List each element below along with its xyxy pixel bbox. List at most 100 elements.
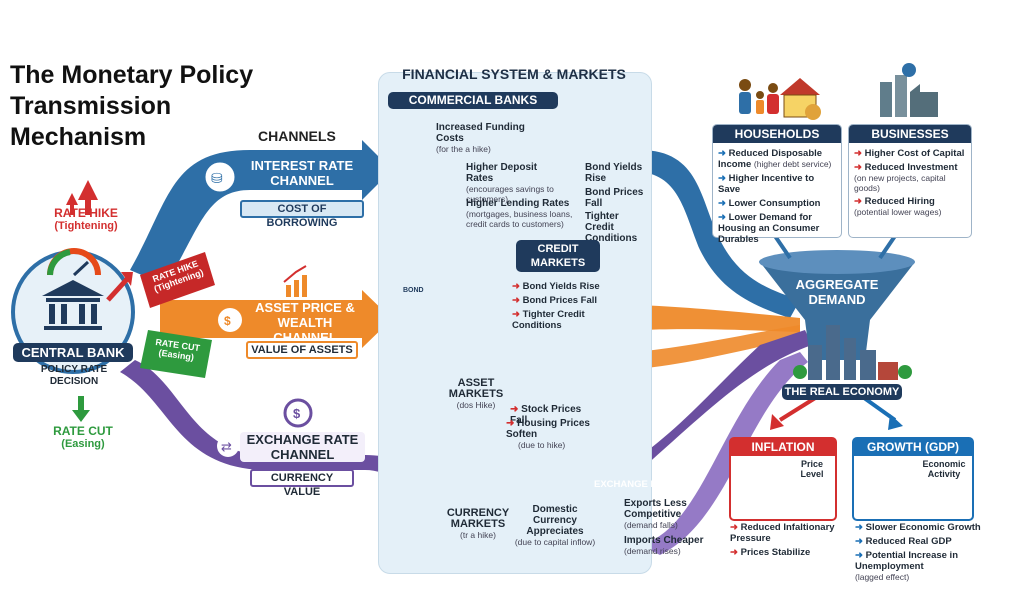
growth-item: ➜ Slower Economic Growth [855,522,981,533]
coins-stack-icon: ⛁ [211,171,223,187]
credit-markets-list: ➜ Bond Yields Rise ➜ Bond Prices Fall ➜ … [512,281,632,334]
inflation-title: INFLATION [731,439,835,456]
business-item: ➜ Higher Cost of Capital [854,148,965,159]
asset-markets: ASSET MARKETS (dos Hike) [448,377,504,411]
credit-item: ➜ Bond Yields Rise [512,281,600,292]
exports-sub: (demand falls) [624,520,678,530]
bond-yields-rise: Bond Yields Rise [585,162,643,184]
inflation-item-text: Prices Stabilize [740,547,811,558]
deposit-rates: Higher Deposit Rates (encourages savings… [466,162,556,204]
currency-markets-sub: (tr a hike) [460,530,496,540]
household-item-text: Lower Demand for Housing an Consumer Dur… [718,212,820,245]
household-item: ➜ Lower Demand for Housing an Consumer D… [718,212,820,245]
interest-rate-channel-title: INTEREST RATE CHANNEL [250,158,354,188]
housing-prices-text: Housing Prices Soften [506,418,590,440]
channels-heading: CHANNELS [258,128,336,144]
currency-markets: CURRENCY MARKETS (tr a hike) [444,508,512,541]
growth-title: GROWTH (GDP) [854,439,972,456]
imports-sub: (demand rises) [624,546,681,556]
business-item: ➜ Reduced Hiring(potential lower wages) [854,196,966,217]
credit-item-text: Bond Yields Rise [522,281,600,292]
lending-rates-sub: (mortgages, business loans, credit cards… [466,209,573,229]
asset-band [160,300,365,338]
funding-costs: Increased Funding Costs (for the a hike) [436,122,536,154]
imports: Imports Cheaper (demand rises) [624,535,704,556]
financial-system-title: FINANCIAL SYSTEM & MARKETS [402,66,626,82]
exchange-cycle-icon [217,435,239,457]
central-bank-building-icon [42,280,104,330]
inflation-list: ➜ Reduced Infaltionary Pressure ➜ Prices… [730,522,850,561]
rate-hike-label: RATE HIKE (Tightening) [38,206,134,232]
rate-hike-arrows-icon [66,180,98,215]
businesses-title: BUSINESSES [849,125,971,143]
family-icon [739,79,779,114]
deposit-rates-text: Higher Deposit Rates [466,162,538,184]
growth-lagged: (lagged effect) [855,572,910,582]
growth-item-text: Potential Increase in Unemployment [855,550,959,572]
aggregate-demand-label: AGGREGATE DEMAND [795,277,879,307]
city-skyline [793,325,912,380]
exports: Exports Less Competitive (demand falls) [624,498,704,530]
inflation-box: INFLATION [729,437,837,521]
credit-item: ➜ Bond Prices Fall [512,295,598,306]
imports-text: Imports Cheaper [624,535,704,546]
funding-costs-text: Increased Funding Costs [436,122,525,144]
domestic-currency-text: Domestic Currency Appreciates [526,504,584,537]
business-item-text: Higher Cost of Capital [864,148,965,159]
asset-markets-text: ASSET MARKETS [448,377,504,400]
money-bag-icon [805,104,821,120]
asset-arrowhead [362,290,392,348]
bond-label: BOND [403,287,424,294]
exchange-rate-label: EXCHANGE RATE [594,479,676,490]
households-title: HOUSEHOLDS [713,125,841,143]
domestic-currency-sub: (due to capital inflow) [514,537,596,547]
growth-item: ➜ Reduced Real GDP [855,536,952,547]
value-of-assets-tag: VALUE OF ASSETS [246,341,358,359]
household-item-sub: (higher debt service) [753,159,832,169]
credit-item-text: Tighter Credit Conditions [512,309,585,331]
inflation-item: ➜ Reduced Infaltionary Pressure [730,522,835,544]
tighter-credit: Tighter Credit Conditions [585,211,638,244]
households-box: HOUSEHOLDS ➜ Reduced Disposable Income (… [712,124,842,245]
economic-activity-label: Economic Activity [922,459,966,479]
inflation-item-text: Reduced Infaltionary Pressure [730,522,835,544]
business-item-sub: (on new projects, capital goods) [854,173,946,193]
asset-price-channel-title: ASSET PRICE & WEALTH CHANNEL [255,300,355,345]
business-item-text: Reduced Investment [864,162,958,173]
interest-rate-arrowhead [362,140,392,200]
funding-costs-sub: (for the a hike) [436,144,491,154]
rate-hike-ribbon [140,252,215,308]
svg-text:$: $ [224,314,231,328]
currency-value-tag: CURRENCY VALUE [250,469,354,498]
credit-item-text: Bond Prices Fall [522,295,598,306]
real-economy-label: THE REAL ECONOMY [782,384,902,400]
business-item-sub: (potential lower wages) [854,207,942,217]
domestic-currency: Domestic Currency Appreciates (due to ca… [512,504,598,547]
exchange-dollar-icon [283,398,313,428]
business-item-text: Reduced Hiring [864,196,935,207]
deposit-rates-sub: (encourages savings to customers) [466,184,554,204]
svg-text:⇄: ⇄ [221,440,232,455]
rate-cut-arrow-icon [72,396,90,422]
stock-prices-fall: ➜ Stock Prices Fall [510,404,582,426]
exports-text: Exports Less Competitive [624,498,687,520]
rate-cut-label: RATE CUT (Easing) [38,424,128,450]
household-item: ➜ Reduced Disposable Income (higher debt… [718,148,832,170]
growth-item: ➜ Potential Increase in Unemployment(lag… [855,550,990,582]
businesses-box: BUSINESSES ➜ Higher Cost of Capital ➜ Re… [848,124,972,238]
rising-bars-icon [283,265,307,297]
price-level-label: Price Level [800,459,824,479]
banks-to-demand-flow [640,150,800,318]
household-item-text: Higher Incentive to Save [718,173,815,195]
factory-icon [880,63,938,117]
bond-prices-fall: Bond Prices Fall [585,187,644,209]
stock-prices-fall-text: Stock Prices Fall [510,404,582,426]
inflation-item: ➜ Prices Stabilize [730,547,811,558]
household-item: ➜ Lower Consumption [718,198,821,209]
household-item: ➜ Higher Incentive to Save [718,173,815,195]
central-bank-label: CENTRAL BANK [13,343,133,362]
business-item: ➜ Reduced Investment(on new projects, ca… [854,162,966,193]
growth-item-text: Reduced Real GDP [865,536,952,547]
credit-markets-header: CREDIT MARKETS [516,240,600,272]
credit-item: ➜ Tighter Credit Conditions [512,309,585,331]
